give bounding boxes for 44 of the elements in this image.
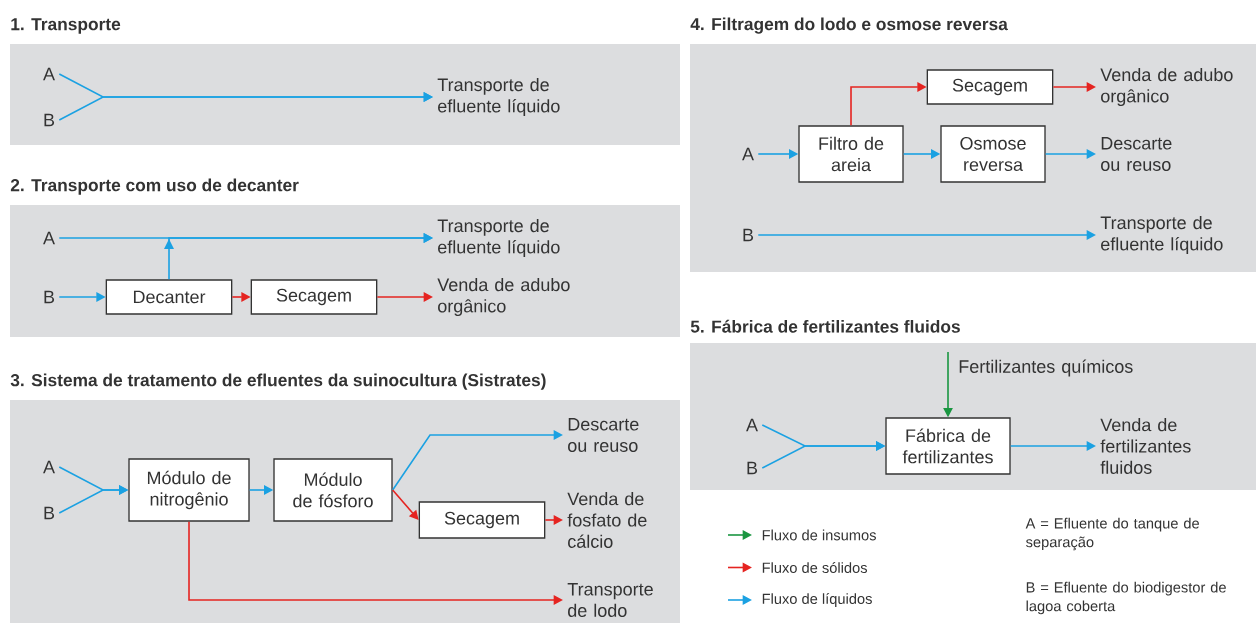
panel-heading: 2. Transporte com uso de decanter: [10, 178, 299, 195]
note: A = Efluente do tanque de separação: [1025, 517, 1199, 551]
output-text: Descarte ou reuso: [1101, 137, 1172, 171]
output-text: Transporte de efluente líquido: [437, 77, 560, 117]
panel-heading: 4. Filtragem do lodo e osmose reversa: [690, 17, 1008, 34]
legend-text: Fluxo de insumos: [762, 529, 876, 541]
input-label: A: [43, 67, 55, 81]
process-box: Módulo de nitrogênio: [128, 458, 250, 522]
output-text: Descarte ou reuso: [568, 418, 639, 452]
panel-heading: 5. Fábrica de fertilizantes fluidos: [690, 319, 960, 333]
output-text: Transporte de lodo: [567, 583, 653, 617]
legend-text: Fluxo de líquidos: [762, 593, 872, 607]
legend-text: Fluxo de sólidos: [762, 562, 867, 573]
output-text: Fertilizantes químicos: [959, 359, 1133, 377]
panel-heading: 3. Sistema de tratamento de efluentes da suinocultura (Sistrates): [10, 373, 546, 390]
process-box: Decanter: [105, 279, 233, 315]
arrow: [391, 489, 419, 520]
process-box: Módulo de fósforo: [273, 458, 393, 522]
input-label: B: [743, 228, 754, 242]
input-label: A: [43, 460, 55, 474]
process-box: Secagem: [418, 501, 546, 539]
output-text: Venda de fertilizantes fluidos: [1100, 418, 1191, 474]
process-box: Secagem: [926, 69, 1054, 105]
panel-heading: 1. Transporte: [11, 18, 121, 34]
process-box: Osmose reversa: [940, 125, 1046, 183]
arrow: [164, 233, 433, 281]
input-label: A: [746, 418, 758, 432]
note: B = Efluente do biodigestor de lagoa coberta: [1026, 581, 1226, 615]
output-text: Transporte de efluente líquido: [1100, 215, 1223, 255]
process-box: Secagem: [250, 279, 378, 315]
output-text: Transporte de efluente líquido: [437, 218, 560, 258]
arrow: [376, 292, 433, 302]
output-text: Venda de adubo orgânico: [1100, 67, 1233, 107]
input-label: B: [44, 290, 55, 304]
arrow: [58, 92, 433, 121]
input-label: B: [44, 113, 55, 127]
process-box: Fábrica de fertilizantes: [885, 417, 1011, 475]
output-text: Venda de fosfato de cálcio: [567, 492, 647, 548]
input-label: A: [742, 147, 754, 161]
input-label: A: [43, 231, 55, 245]
input-label: B: [747, 461, 758, 475]
input-label: B: [44, 506, 55, 520]
process-box: Filtro de areia: [798, 125, 904, 183]
output-text: Venda de adubo orgânico: [437, 277, 570, 317]
